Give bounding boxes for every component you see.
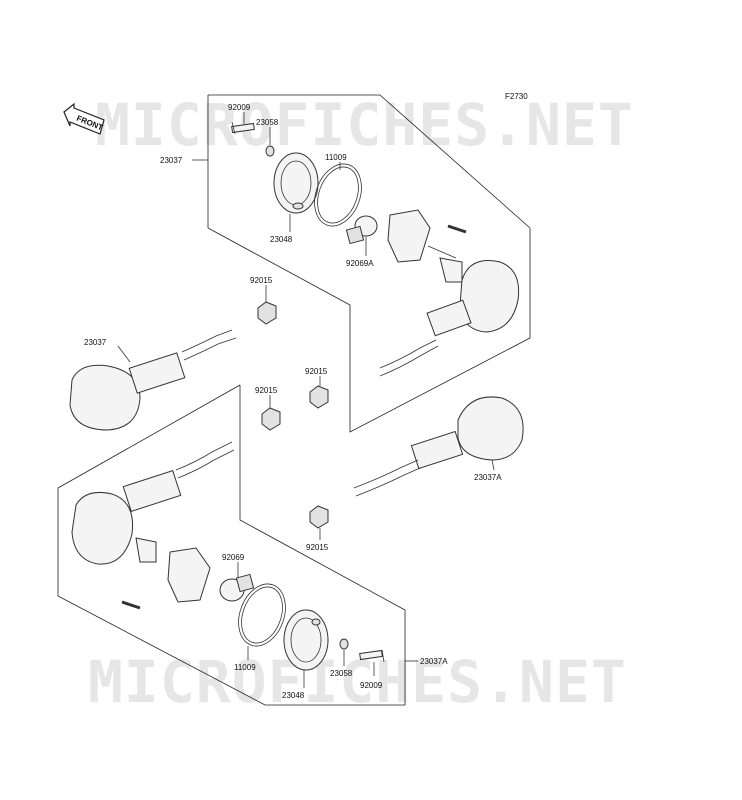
socket-bracket-top bbox=[387, 209, 463, 283]
signal-housing-right-lower bbox=[353, 396, 524, 497]
leader-lines bbox=[117, 112, 495, 688]
lens-23048-top bbox=[273, 152, 319, 214]
gasket-11009-bottom bbox=[238, 583, 286, 647]
nut-92015-top-left bbox=[257, 301, 277, 325]
label-11009-top: 11009 bbox=[325, 153, 347, 162]
figure-code: F2730 bbox=[505, 92, 528, 101]
label-92015-a: 92015 bbox=[250, 276, 273, 285]
screw-92009-top bbox=[231, 121, 255, 135]
label-92069: 92069 bbox=[222, 553, 245, 562]
label-23037-upper: 23037 bbox=[160, 156, 183, 165]
lower-assembly-frame bbox=[57, 384, 406, 706]
label-23037a-bottom: 23037A bbox=[420, 657, 448, 666]
label-23048-top: 23048 bbox=[270, 235, 293, 244]
signal-housing-left bbox=[69, 329, 237, 431]
washer-23058-bottom bbox=[339, 638, 349, 650]
signal-housing-lower-left bbox=[71, 441, 235, 565]
label-92015-d: 92015 bbox=[306, 543, 329, 552]
bulb-92069a bbox=[345, 215, 378, 245]
lens-23048-bottom bbox=[283, 609, 329, 671]
label-23058-bottom: 23058 bbox=[330, 669, 353, 678]
label-23048-bottom: 23048 bbox=[282, 691, 305, 700]
label-92015-b: 92015 bbox=[305, 367, 328, 376]
label-11009-bottom: 11009 bbox=[234, 663, 256, 672]
nut-92015-lower-right bbox=[309, 505, 329, 529]
upper-assembly-frame bbox=[207, 94, 531, 433]
signal-housing-top-right bbox=[379, 260, 520, 377]
socket-bracket-bottom bbox=[121, 537, 211, 610]
gasket-11009-top bbox=[314, 163, 362, 227]
label-23037-left: 23037 bbox=[84, 338, 107, 347]
label-23058-top: 23058 bbox=[256, 118, 279, 127]
nut-92015-mid-right bbox=[309, 385, 329, 409]
nut-92015-mid-left bbox=[261, 407, 281, 431]
label-92009-bottom: 92009 bbox=[360, 681, 383, 690]
washer-23058-top bbox=[265, 145, 275, 157]
label-92009-top: 92009 bbox=[228, 103, 251, 112]
watermark-bottom: MICROFICHES.NET bbox=[88, 648, 627, 716]
label-23037a-right: 23037A bbox=[474, 473, 502, 482]
label-92069a: 92069A bbox=[346, 259, 374, 268]
screw-92009-bottom bbox=[359, 649, 385, 663]
screw-top-right bbox=[447, 224, 467, 234]
bulb-92069 bbox=[219, 573, 255, 602]
watermark-top: MICROFICHES.NET bbox=[95, 91, 634, 159]
label-92015-c: 92015 bbox=[255, 386, 278, 395]
